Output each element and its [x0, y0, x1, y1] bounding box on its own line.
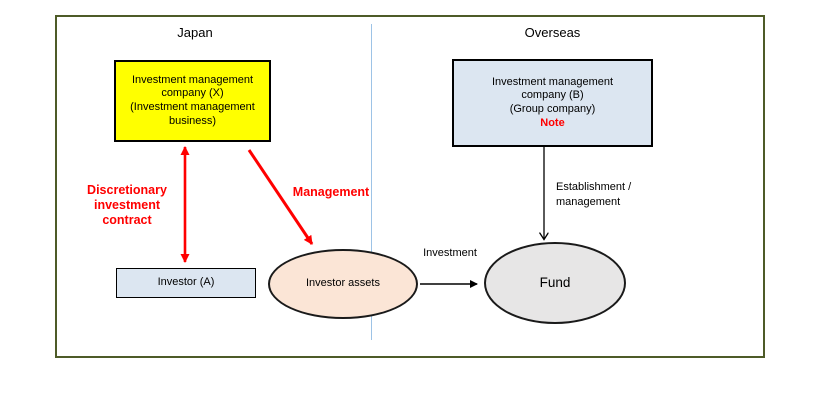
- investment-label: Investment: [423, 247, 477, 259]
- establishment-label: Establishment / management: [556, 181, 632, 208]
- company-b-label: Investment management company (B) (Group…: [491, 75, 614, 116]
- fund-label: Fund: [539, 274, 571, 290]
- fund-ellipse: Fund: [484, 242, 626, 324]
- company-b-note: Note: [540, 116, 565, 129]
- company-x-label: Investment management company (X) (Inves…: [130, 73, 255, 127]
- outer-frame: [55, 15, 765, 358]
- section-title-japan: Japan: [177, 25, 213, 40]
- investor-assets-ellipse: Investor assets: [268, 249, 418, 319]
- region-divider-line: [371, 24, 372, 340]
- investor-assets-label: Investor assets: [306, 277, 380, 290]
- discretionary-contract-label: Discretionary investment contract: [87, 183, 167, 227]
- management-label: Management: [292, 185, 370, 199]
- company-b-box: Investment management company (B) (Group…: [452, 59, 653, 147]
- investor-a-box: Investor (A): [116, 268, 256, 298]
- company-x-box: Investment management company (X) (Inves…: [114, 60, 271, 142]
- investor-a-label: Investor (A): [157, 276, 215, 289]
- section-title-overseas: Overseas: [524, 25, 581, 40]
